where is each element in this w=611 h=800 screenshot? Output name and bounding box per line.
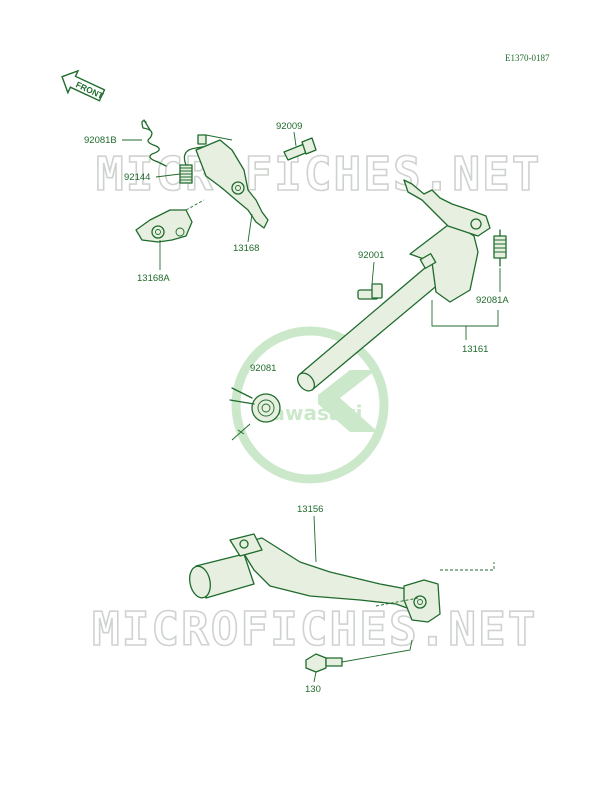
watermark-logo: Kawasaki xyxy=(231,326,389,484)
front-arrow-icon: FRONT xyxy=(61,69,106,102)
callout-13156: 13156 xyxy=(297,504,323,515)
callout-13168: 13168 xyxy=(233,243,259,254)
watermark-text-bottom: MICROFICHES.NET xyxy=(92,602,537,656)
leader-line xyxy=(205,134,233,141)
leader-13168 xyxy=(247,213,253,243)
leader-92144 xyxy=(155,173,181,178)
leader-130 xyxy=(313,639,413,683)
callout-92081: 92081 xyxy=(250,363,276,374)
callout-92009: 92009 xyxy=(276,121,302,132)
callout-92081b: 92081B xyxy=(84,135,117,146)
callout-13168a: 13168A xyxy=(137,273,170,284)
spring-92081 xyxy=(229,387,281,423)
bolt-130 xyxy=(305,653,343,673)
shift-shaft-13161 xyxy=(296,179,491,392)
leader-13156-dashed xyxy=(375,562,495,607)
callout-92081a: 92081A xyxy=(476,295,509,306)
spring-92081b xyxy=(141,119,167,167)
pin-92001 xyxy=(357,283,383,300)
callout-92144: 92144 xyxy=(124,172,150,183)
spring-92144 xyxy=(179,143,221,184)
leader-13156 xyxy=(313,515,317,563)
callout-92001: 92001 xyxy=(358,250,384,261)
bolt-92009 xyxy=(283,137,317,161)
shift-pedal-13156 xyxy=(189,533,441,623)
watermark-text-top: MICROFICHES.NET xyxy=(96,147,541,201)
leader-92001 xyxy=(371,261,375,285)
callout-130: 130 xyxy=(305,684,321,695)
callout-13161: 13161 xyxy=(462,344,488,355)
leader-13161 xyxy=(431,300,499,340)
shift-arm-13168 xyxy=(195,134,269,229)
leader-92009 xyxy=(293,131,297,147)
leader-92081 xyxy=(231,423,251,441)
diagram-code: E1370-0187 xyxy=(505,53,550,63)
spring-92081a xyxy=(493,229,507,267)
plate-13168a xyxy=(135,199,205,243)
